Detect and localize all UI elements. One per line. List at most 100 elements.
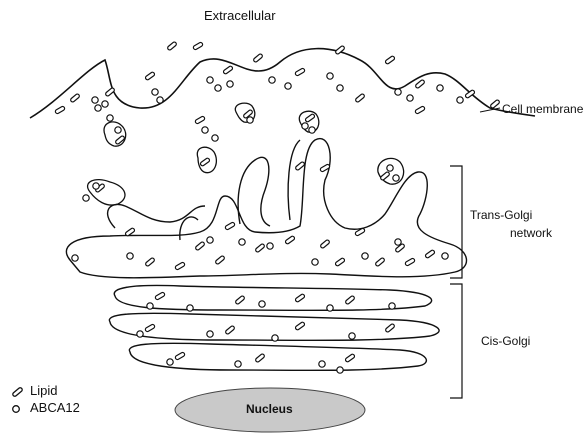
lipid-mark (200, 157, 210, 166)
lipid-mark (285, 235, 295, 244)
legend-abca12: ABCA12 (30, 400, 80, 415)
lipid-mark (405, 258, 416, 266)
lipid-mark (320, 239, 330, 248)
lipid-mark (355, 93, 365, 102)
abca12-mark (207, 77, 213, 83)
label-trans-golgi: Trans-Golgi (470, 208, 532, 222)
lipid-mark (175, 262, 186, 270)
abca12-mark (167, 359, 173, 365)
abca12-mark (389, 303, 395, 309)
label-cell-membrane: Cell membrane (502, 102, 583, 116)
lipid-mark (55, 106, 66, 114)
abca12-mark (362, 253, 368, 259)
lipid-mark (193, 42, 204, 50)
abca12-mark (269, 77, 275, 83)
abca12-mark (227, 81, 233, 87)
abca12-mark (115, 127, 121, 133)
label-nucleus: Nucleus (246, 402, 293, 416)
lipid-mark (215, 255, 225, 264)
abca12-mark (107, 115, 113, 121)
lipid-mark (335, 257, 345, 266)
abca12-mark (407, 95, 413, 101)
abca12-mark (239, 239, 245, 245)
abca12-mark (202, 127, 208, 133)
lipid-mark (255, 353, 265, 362)
lipid-mark (225, 222, 236, 230)
abca12-mark (95, 105, 101, 111)
abca12-mark (327, 305, 333, 311)
lipid-mark (195, 116, 206, 124)
lipid-mark (225, 325, 235, 334)
lipid-mark (145, 257, 155, 266)
legend-lipid-icon (12, 387, 23, 397)
lipid-mark (105, 87, 115, 96)
abca12-mark (259, 301, 265, 307)
lipid-mark (70, 93, 80, 102)
label-cis-golgi: Cis-Golgi (481, 334, 530, 348)
lipid-mark (295, 68, 306, 76)
abca12-mark (302, 123, 308, 129)
abca12-mark (157, 97, 163, 103)
lipid-mark (415, 79, 425, 88)
lipid-mark (223, 65, 233, 74)
lipid-mark (345, 295, 355, 304)
lipid-mark (255, 243, 265, 252)
abca12-mark (393, 175, 399, 181)
abca12-mark (247, 117, 253, 123)
lipid-mark (253, 53, 263, 62)
lipid-mark (145, 71, 155, 80)
abca12-marks (72, 73, 463, 373)
lipid-mark (295, 161, 305, 170)
abca12-mark (72, 255, 78, 261)
bracket-cis-golgi (450, 284, 462, 398)
lipid-mark (305, 113, 315, 122)
lipid-mark (195, 241, 205, 250)
lipid-mark (175, 352, 186, 360)
abca12-mark (93, 183, 99, 189)
lipid-mark (295, 321, 305, 330)
lipid-mark (415, 106, 426, 114)
abca12-mark (127, 253, 133, 259)
abca12-mark (207, 237, 213, 243)
lipid-mark (115, 135, 125, 144)
lipid-mark (155, 292, 166, 300)
abca12-mark (215, 85, 221, 91)
legend-lipid: Lipid (30, 383, 57, 398)
legend-abca12-label: ABCA12 (30, 400, 80, 415)
legend-abca12-icon (13, 406, 20, 413)
lipid-mark (385, 55, 395, 64)
abca12-mark (207, 331, 213, 337)
abca12-mark (337, 367, 343, 373)
abca12-mark (147, 303, 153, 309)
abca12-mark (395, 89, 401, 95)
lipid-mark (345, 353, 355, 362)
lipid-mark (295, 293, 305, 302)
abca12-mark (187, 305, 193, 311)
lipid-mark (425, 249, 435, 258)
abca12-mark (395, 239, 401, 245)
abca12-mark (137, 331, 143, 337)
abca12-mark (437, 85, 443, 91)
lipid-mark (385, 323, 395, 332)
label-trans-golgi-network: network (510, 226, 552, 240)
lipid-mark (490, 99, 500, 108)
abca12-mark (92, 97, 98, 103)
abca12-mark (272, 335, 278, 341)
abca12-mark (102, 101, 108, 107)
abca12-mark (327, 73, 333, 79)
abca12-mark (235, 361, 241, 367)
bracket-trans-golgi (450, 166, 462, 278)
lipid-mark (375, 257, 385, 266)
label-extracellular: Extracellular (204, 8, 276, 23)
lipid-mark (235, 295, 245, 304)
abca12-mark (349, 333, 355, 339)
abca12-mark (309, 127, 315, 133)
abca12-mark (387, 165, 393, 171)
abca12-mark (267, 243, 273, 249)
lipid-mark (167, 41, 177, 50)
abca12-mark (152, 89, 158, 95)
legend-lipid-label: Lipid (30, 383, 57, 398)
abca12-mark (337, 85, 343, 91)
abca12-mark (457, 97, 463, 103)
lipid-mark (145, 324, 156, 332)
